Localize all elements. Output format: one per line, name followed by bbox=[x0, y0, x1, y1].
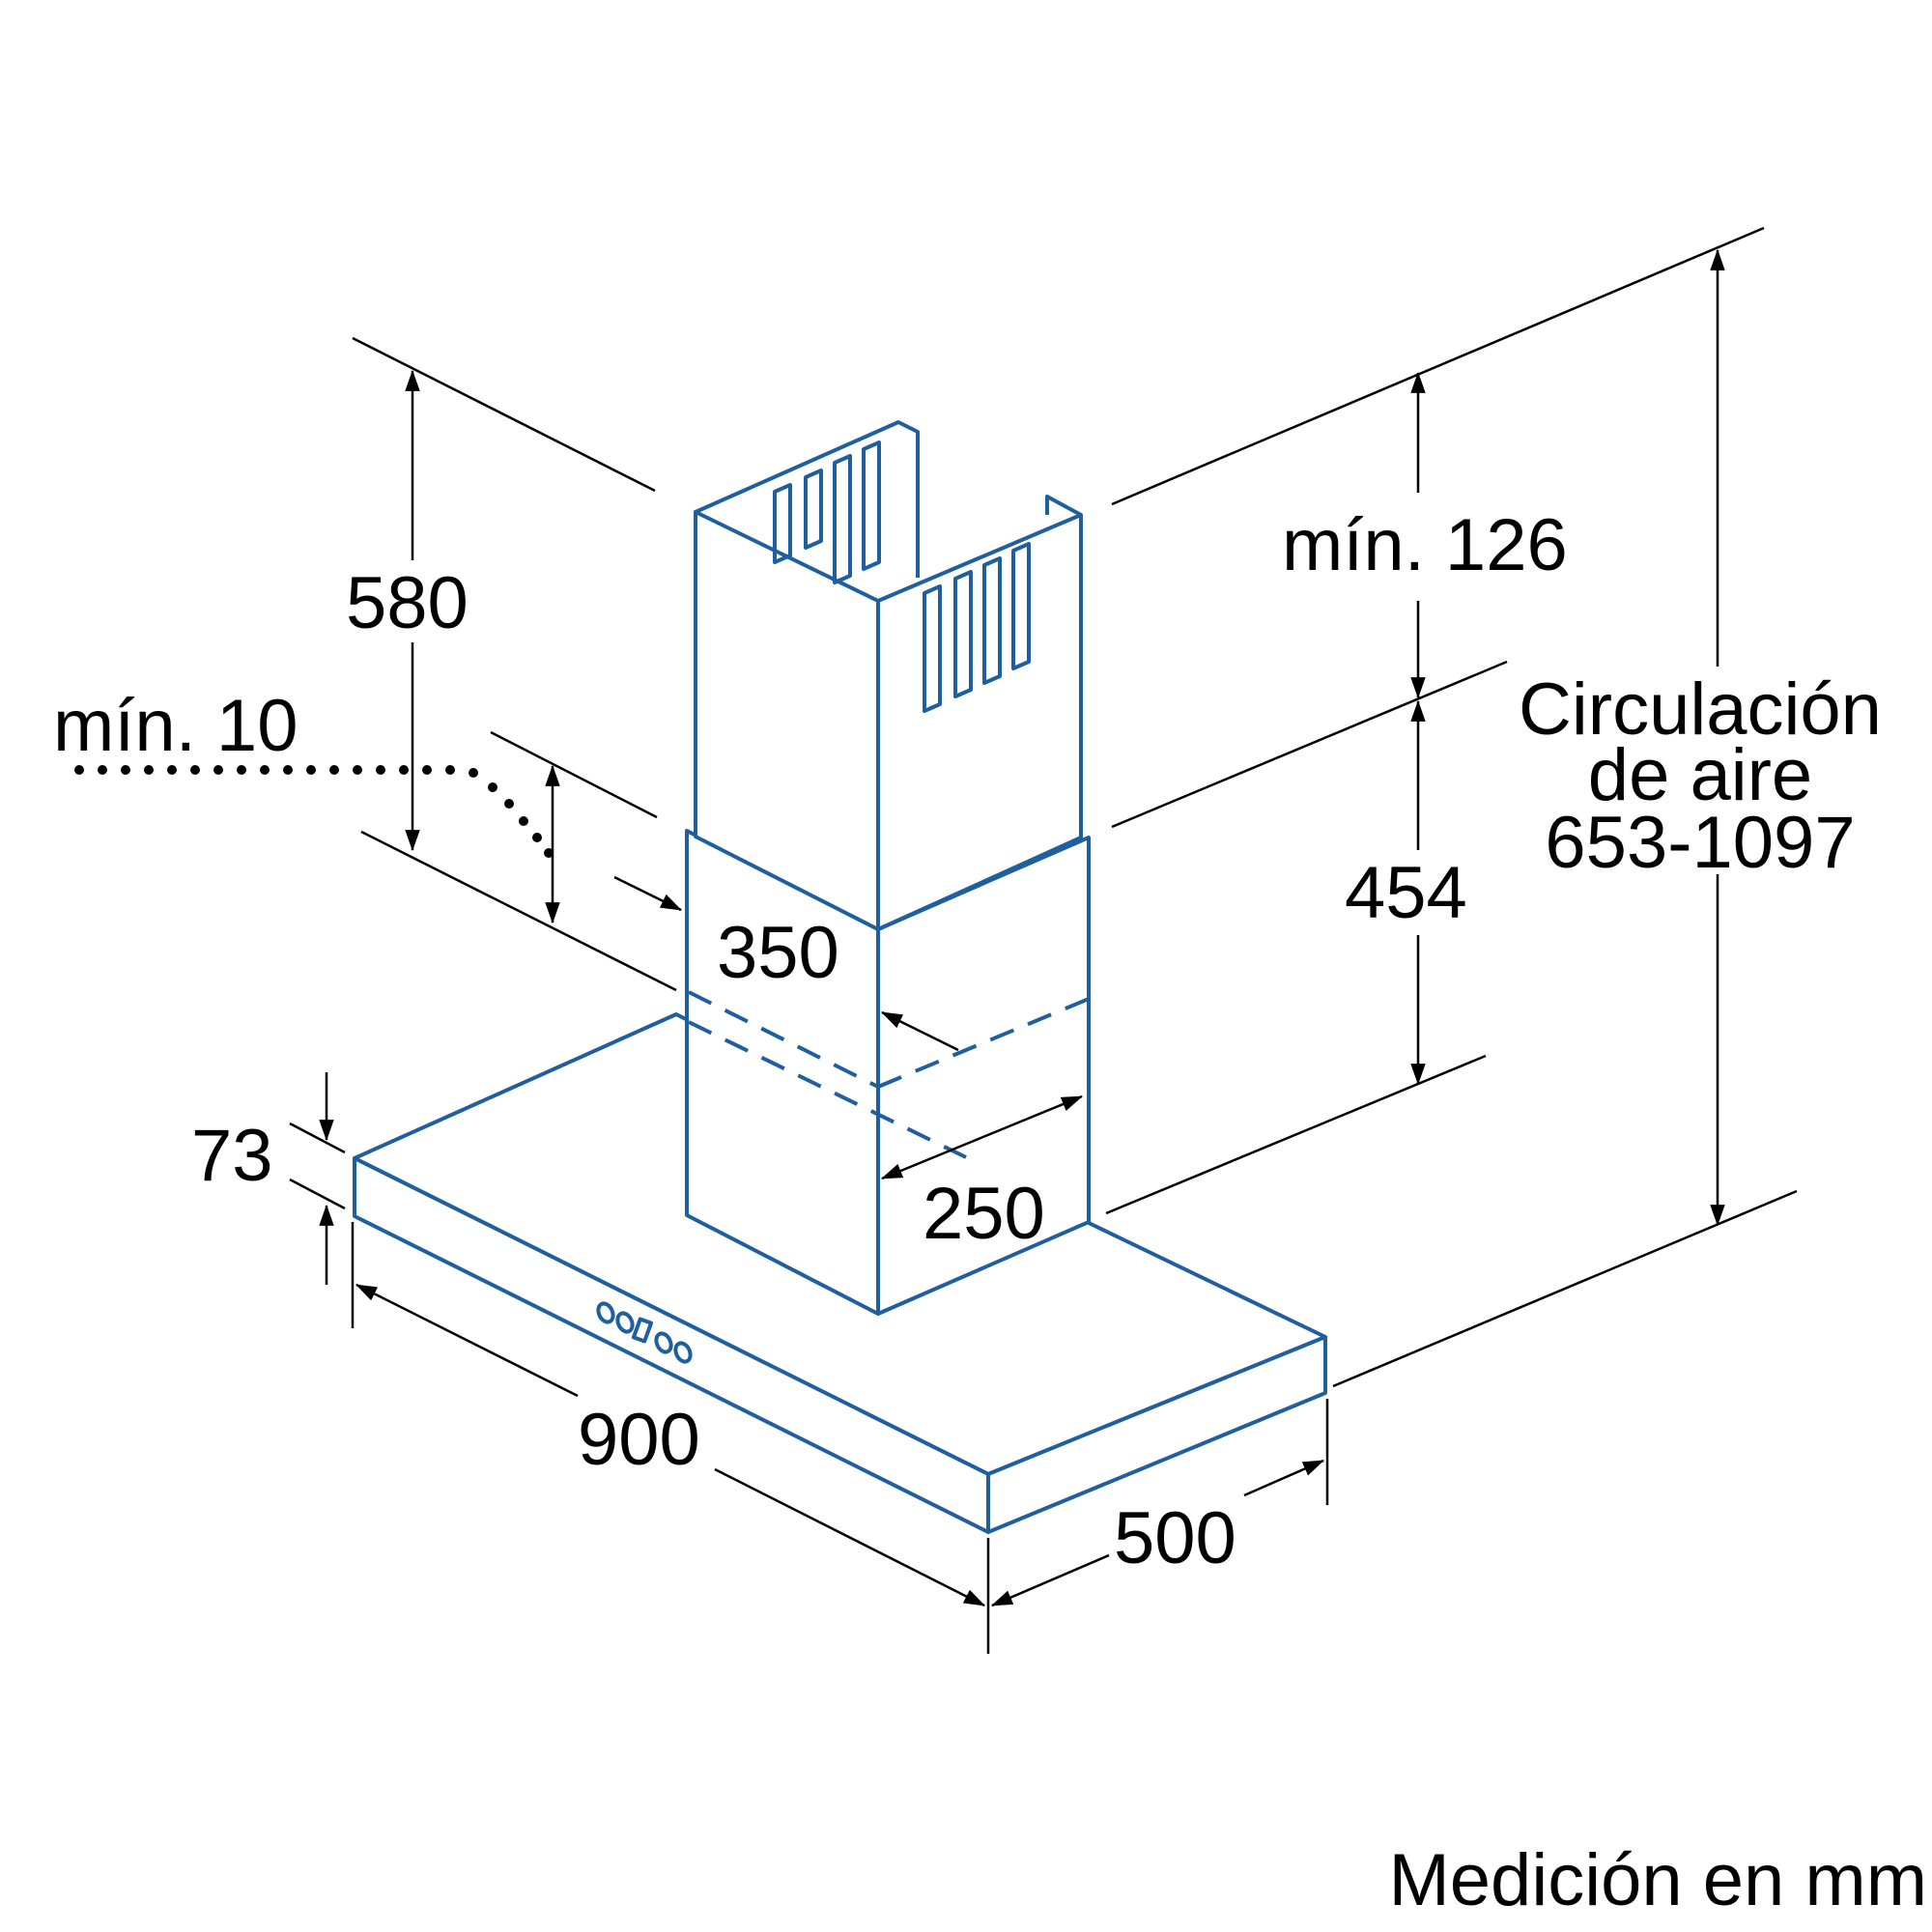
control-button-icon bbox=[654, 1331, 673, 1354]
vent-slots-left bbox=[773, 440, 881, 584]
dimension-arrows bbox=[319, 248, 1725, 1607]
units-footnote: Medición en mm bbox=[1388, 1839, 1927, 1921]
control-button-icon bbox=[615, 1311, 635, 1334]
label-250: 250 bbox=[923, 1173, 1045, 1255]
control-panel bbox=[596, 1301, 693, 1364]
upper-chimney bbox=[694, 420, 1083, 931]
label-580: 580 bbox=[346, 562, 469, 644]
label-350: 350 bbox=[717, 912, 839, 994]
label-73: 73 bbox=[191, 1115, 273, 1197]
lower-chimney bbox=[685, 829, 1091, 1316]
label-500: 500 bbox=[1114, 1497, 1236, 1579]
control-button-icon bbox=[673, 1341, 693, 1364]
air-circulation-range: 653-1097 bbox=[1545, 802, 1855, 884]
label-454: 454 bbox=[1345, 852, 1467, 934]
label-min-126: mín. 126 bbox=[1282, 504, 1568, 586]
control-button-icon bbox=[596, 1301, 615, 1324]
label-min-10: mín. 10 bbox=[53, 685, 298, 767]
control-button-icon bbox=[631, 1317, 654, 1344]
air-circulation-line1: Circulación bbox=[1519, 668, 1882, 751]
air-circulation-line2: de aire bbox=[1588, 734, 1812, 816]
min-clearance-dotted-line bbox=[74, 765, 554, 858]
label-900: 900 bbox=[578, 1399, 700, 1481]
vent-slots-right bbox=[923, 542, 1031, 713]
